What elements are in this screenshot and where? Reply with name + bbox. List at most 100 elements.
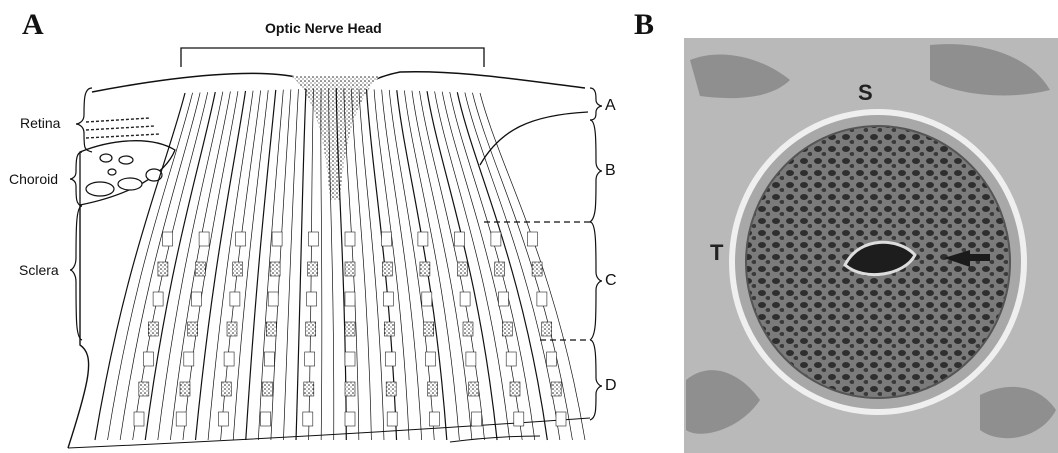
lamina-band [424,322,434,336]
lamina-band [264,352,274,366]
lamina-band [556,412,566,426]
lamina-band [382,262,392,276]
lamina-band [272,232,282,246]
lamina-band [345,412,355,426]
lamina-band [472,412,482,426]
lamina-band [463,322,473,336]
lamina-band [502,322,512,336]
onh-bracket [181,48,484,67]
lamina-band [428,382,438,396]
lamina-band [163,232,173,246]
lamina-band [469,382,479,396]
lamina-band [148,322,158,336]
lamina-band [303,412,313,426]
lamina-band [144,352,154,366]
lamina-band [195,262,205,276]
nerve-fiber [283,89,298,440]
lamina-band [305,352,315,366]
lamina-band [382,232,392,246]
lamina-band [551,382,561,396]
panel-label-b: B [634,10,654,40]
lamina-band [532,262,542,276]
lamina-band [420,262,430,276]
lamina-band [307,292,317,306]
lamina-band [387,412,397,426]
photo-label-s: S [858,80,873,106]
retina-edge-right [480,112,588,165]
lamina-band [383,292,393,306]
optic-nerve-diagram [68,48,602,448]
photo-label-t: T [710,240,723,266]
lamina-band [139,382,149,396]
lamina-band [345,292,355,306]
lamina-band [221,382,231,396]
lamina-band [384,322,394,336]
lamina-band [263,382,273,396]
lamina-band [184,352,194,366]
retina-brace [76,88,92,152]
layer-label-choroid: Choroid [9,172,58,186]
zone-braces [590,88,602,420]
lamina-band [192,292,202,306]
zone-b-brace [590,120,602,222]
lamina-band [547,352,557,366]
lamina-band [466,352,476,366]
sclera-left [68,205,89,448]
lamina-cribrosa-bands [134,232,566,426]
lamina-band [176,412,186,426]
lamina-band [345,382,355,396]
zone-c-brace [590,222,602,340]
lamina-band [227,322,237,336]
zone-label-c: C [605,272,617,290]
layer-label-retina: Retina [20,116,60,130]
lamina-band [345,322,355,336]
lamina-band [426,352,436,366]
lamina-band [542,322,552,336]
lamina-band [429,412,439,426]
scale-mark [450,436,540,442]
lamina-band [308,262,318,276]
zone-label-b: B [605,162,616,180]
diagram-title: Optic Nerve Head [265,20,382,36]
lamina-band [422,292,432,306]
lamina-band [309,232,319,246]
zone-label-a: A [605,97,616,115]
lamina-band [268,292,278,306]
lamina-band [224,352,234,366]
lamina-band [418,232,428,246]
lamina-band [199,232,209,246]
lamina-band [153,292,163,306]
lamina-band [134,412,144,426]
lamina-band [230,292,240,306]
lamina-band [345,232,355,246]
retina-cells [86,118,160,138]
layer-braces [70,88,92,340]
lamina-band [233,262,243,276]
lamina-band [527,232,537,246]
lamina-band [491,232,501,246]
zone-d-brace [590,340,602,420]
lamina-band [510,382,520,396]
lamina-band [261,412,271,426]
lamina-band [266,322,276,336]
lamina-band [180,382,190,396]
lamina-band [270,262,280,276]
lamina-band [495,262,505,276]
lamina-band [385,352,395,366]
panel-label-a: A [22,10,44,40]
lamina-band [188,322,198,336]
zone-a-brace [590,88,602,120]
lamina-band [499,292,509,306]
lamina-band [454,232,464,246]
lamina-band [218,412,228,426]
lamina-band [514,412,524,426]
lamina-band [537,292,547,306]
lamina-band [345,262,355,276]
lamina-band [506,352,516,366]
lamina-band [457,262,467,276]
lamina-band [460,292,470,306]
layer-label-sclera: Sclera [19,263,59,277]
lamina-band [236,232,246,246]
zone-label-d: D [605,377,617,395]
